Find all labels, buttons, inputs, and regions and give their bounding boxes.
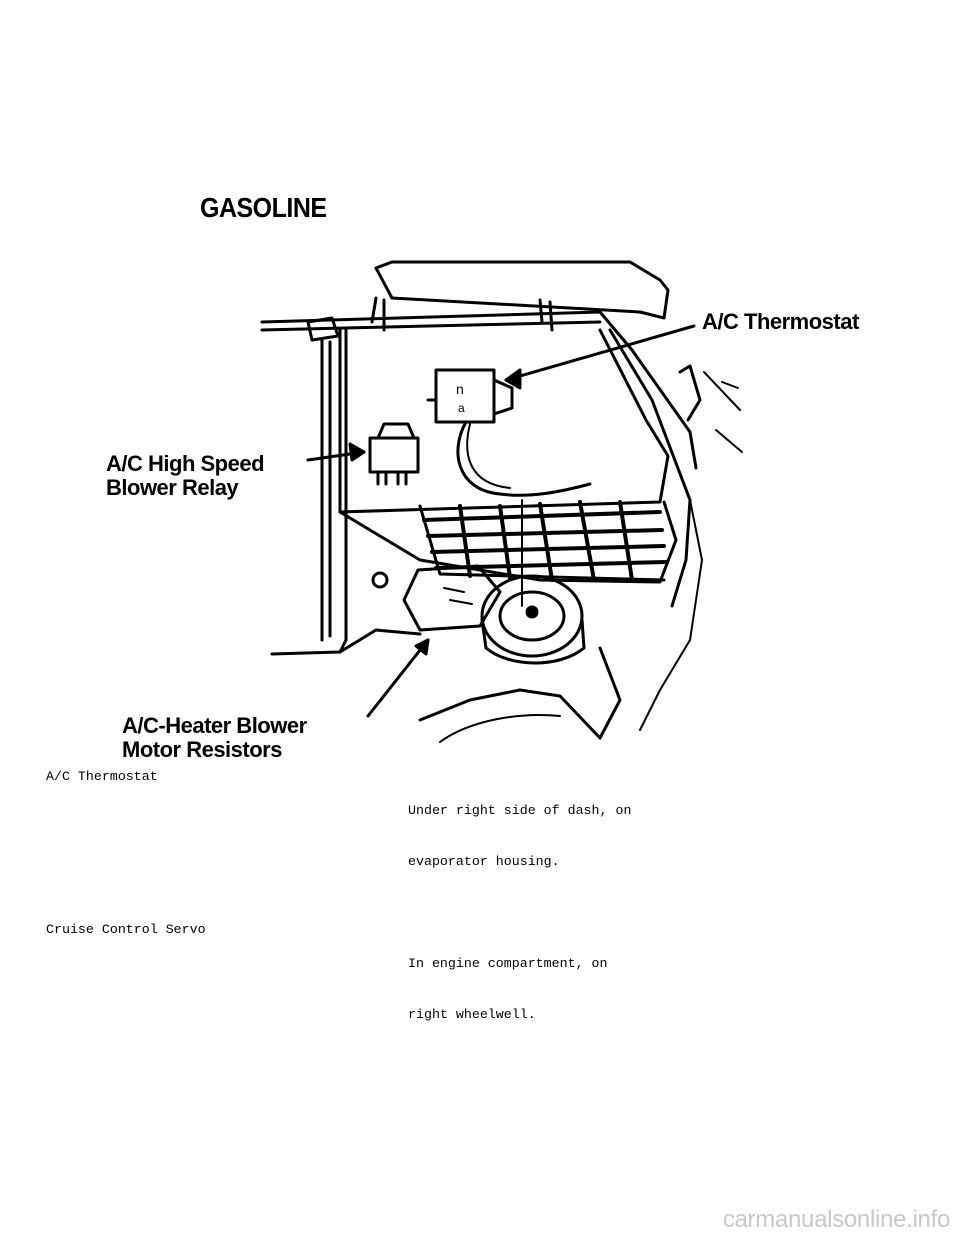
location-line: Under right side of dash, on (408, 803, 632, 818)
svg-text:n: n (456, 381, 464, 397)
callout-ac-thermostat: A/C Thermostat (702, 310, 859, 334)
callout-blower-resistors-line2: Motor Resistors (122, 737, 282, 762)
component-location-table: A/C Thermostat Under right side of dash,… (46, 768, 631, 1074)
location-line: evaporator housing. (408, 854, 560, 869)
callout-blower-relay-line1: A/C High Speed (106, 451, 265, 476)
callout-blower-resistors: A/C-Heater Blower Motor Resistors (122, 714, 307, 762)
callout-blower-relay-line2: Blower Relay (106, 475, 239, 500)
location-line: In engine compartment, on (408, 956, 608, 971)
callout-blower-relay: A/C High Speed Blower Relay (106, 451, 265, 500)
callout-blower-resistors-line1: A/C-Heater Blower (122, 713, 307, 738)
table-row: A/C Thermostat Under right side of dash,… (46, 768, 631, 904)
watermark: carmanualsonline.info (722, 1206, 950, 1233)
svg-text:a: a (458, 401, 465, 415)
component-name: A/C Thermostat (46, 769, 158, 784)
component-location: Under right side of dash, on evaporator … (408, 768, 631, 904)
component-location: In engine compartment, on right wheelwel… (408, 921, 608, 1057)
callout-ac-thermostat-label: A/C Thermostat (702, 309, 859, 334)
table-row: Cruise Control Servo In engine compartme… (46, 921, 631, 1057)
figure-title: GASOLINE (200, 192, 327, 224)
location-line: right wheelwell. (408, 1007, 536, 1022)
component-name: Cruise Control Servo (46, 922, 206, 937)
